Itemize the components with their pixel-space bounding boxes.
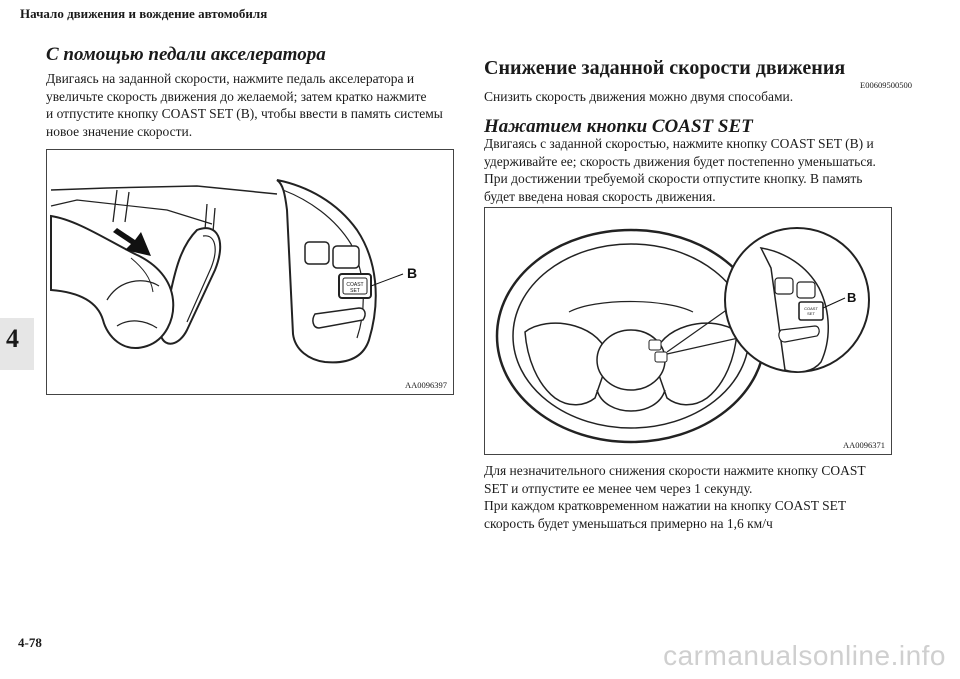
coast-set-button-label-1-zoom: COAST (804, 306, 818, 311)
intro-text: Снизить скорость движения можно двумя сп… (484, 89, 794, 104)
subheading-coast-set: Нажатием кнопки COAST SET (484, 116, 753, 137)
callout-b: B (407, 265, 417, 281)
callout-b-zoom: B (847, 290, 856, 305)
section-title: Снижение заданной скорости движения (484, 57, 846, 79)
left-paragraph: Двигаясь на заданной скорости, нажмите п… (46, 71, 443, 139)
running-head: Начало движения и вождение автомобиля (20, 6, 268, 21)
right-paragraph-2: Для незначительного снижения скорости на… (484, 463, 866, 531)
left-heading: С помощью педали акселератора (46, 44, 326, 65)
figure-accelerator-pedal: COAST SET B AA0096397 (46, 149, 454, 395)
chapter-number: 4 (6, 324, 19, 353)
coast-set-button-label-2-zoom: SET (807, 311, 815, 316)
coast-set-button-label-2: SET (350, 288, 360, 294)
right-paragraph-1: Двигаясь с заданной скоростью, нажмите к… (484, 136, 876, 204)
figure-steering-wheel: COAST SET B AA0096371 (484, 207, 892, 455)
steering-wheel-illustration: COAST SET B (495, 227, 870, 444)
coast-set-button-label-1: COAST (346, 282, 363, 288)
figure-code: AA0096371 (842, 440, 885, 450)
chapter-tab (0, 318, 34, 370)
pedal-and-button-illustration: COAST SET B (50, 179, 417, 364)
section-code: E00609500500 (860, 80, 912, 90)
page-number: 4-78 (18, 635, 42, 650)
figure-code: AA0096397 (404, 380, 447, 390)
watermark: carmanualsonline.info (663, 640, 946, 671)
